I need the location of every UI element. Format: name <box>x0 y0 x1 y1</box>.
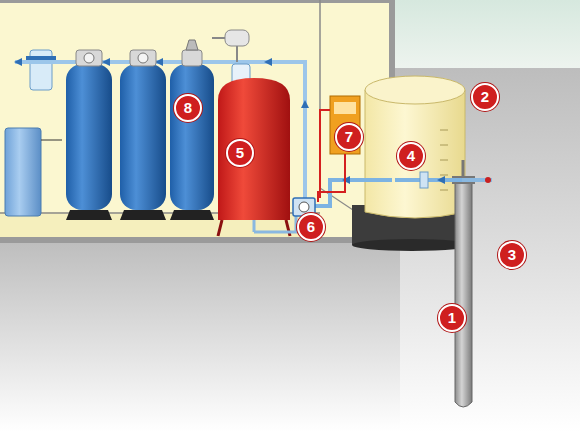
callout-number: 8 <box>174 94 202 122</box>
callout-number: 2 <box>471 83 499 111</box>
callout-number: 5 <box>226 139 254 167</box>
callout-number: 1 <box>438 304 466 332</box>
callout-number: 7 <box>335 123 363 151</box>
callout-number: 6 <box>297 213 325 241</box>
callout-number: 4 <box>397 142 425 170</box>
callout-number: 3 <box>498 241 526 269</box>
